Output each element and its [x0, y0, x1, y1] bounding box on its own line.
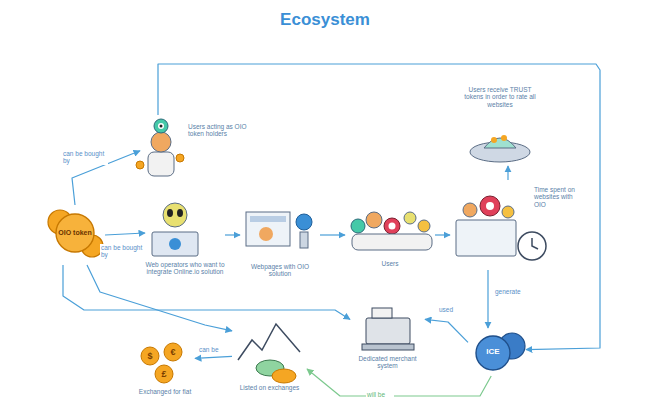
cash-register [362, 308, 414, 350]
exchange-chart-part [272, 369, 296, 383]
illustrated-node: ICE [468, 328, 526, 376]
ufo-trust-tokens [470, 135, 530, 162]
edge-label: can be bought by [62, 150, 108, 165]
illustrated-node: Users [345, 200, 435, 275]
node-caption: OIO token [45, 229, 105, 237]
node-caption: Time spent on websites with OIO [534, 186, 580, 208]
flow-arrow [195, 356, 232, 358]
web-operator-figure-part [152, 232, 198, 256]
fiat-coins-part [141, 347, 159, 365]
node-caption: Users receive TRUST tokens in order to r… [462, 86, 538, 108]
time-spent-figure-part [532, 238, 538, 249]
users-crowd-part [418, 220, 430, 232]
ufo-trust-tokens-part [501, 135, 507, 141]
token-holder-figure-part [136, 161, 144, 169]
users-crowd-part [366, 212, 382, 228]
webpage-figure-part [250, 216, 286, 222]
token-holder-figure-part [148, 152, 174, 176]
currency-symbol: $ [141, 347, 159, 365]
token-holder-figure-part [176, 154, 184, 162]
edge-label: used [438, 306, 460, 313]
time-spent-figure-part [518, 232, 546, 260]
flow-arrow [507, 166, 508, 180]
node-caption: Users acting as OIO token holders [188, 123, 258, 138]
illustrated-node: Web operators who want to integrate Onli… [145, 195, 225, 290]
ufo-trust-tokens-part [491, 137, 497, 143]
time-spent-figure-part [480, 196, 500, 216]
web-operator-figure [152, 203, 198, 256]
node-caption: Web operators who want to integrate Onli… [145, 261, 225, 276]
webpage-figure-part [300, 232, 308, 248]
node-caption: Users [345, 260, 435, 267]
illustrated-node: Webpages with OIO solution [240, 205, 320, 285]
exchange-chart [238, 324, 300, 383]
web-operator-figure-part [177, 209, 183, 217]
time-spent-figure-part [502, 206, 514, 218]
webpage-figure-part [246, 212, 290, 246]
illustrated-node: Users acting as OIO token holders [140, 115, 260, 180]
illustrated-node: Users receive TRUST tokens in order to r… [462, 86, 538, 166]
fiat-coins [141, 343, 182, 383]
flow-arrow [225, 234, 240, 235]
token-holder-figure-part [160, 125, 163, 128]
node-caption: ICE [472, 347, 514, 356]
token-holder-figure-part [151, 132, 171, 152]
webpage-figure-part [296, 214, 312, 230]
web-operator-figure-part [167, 209, 173, 217]
flow-arrow [320, 234, 345, 235]
diagram-title: Ecosystem [0, 10, 650, 30]
ice-coins [476, 333, 525, 370]
exchange-chart-part [238, 324, 300, 360]
users-crowd-part [389, 223, 396, 230]
edge-label: will be [366, 391, 394, 398]
cash-register-part [366, 318, 410, 344]
fiat-coins-part [164, 343, 182, 361]
web-operator-figure-part [169, 238, 181, 250]
webpage-figure [246, 212, 312, 248]
time-spent-figure-part [463, 203, 477, 217]
token-holder-figure-part [158, 123, 164, 129]
users-crowd-part [351, 219, 365, 233]
cash-register-part [372, 308, 392, 318]
flow-arrow [487, 270, 488, 328]
users-crowd-part [352, 234, 432, 250]
node-caption: Exchanged for fiat [135, 388, 195, 395]
flow-arrow [105, 233, 145, 235]
ufo-trust-tokens-part [484, 138, 516, 148]
flow-arrow [307, 369, 491, 396]
flow-arrow [435, 234, 450, 235]
webpage-figure-part [259, 227, 273, 241]
users-crowd [351, 212, 432, 250]
illustrated-node: Time spent on websites with OIO [450, 180, 580, 270]
web-operator-figure-part [163, 203, 187, 227]
node-caption: Webpages with OIO solution [240, 263, 320, 278]
currency-symbol: € [164, 343, 182, 361]
node-caption: Listed on exchanges [232, 384, 307, 391]
illustrated-node: Dedicated merchant system [350, 305, 425, 377]
illustrated-node: Listed on exchanges [232, 318, 307, 403]
token-holder-figure [136, 119, 184, 176]
node-caption: Dedicated merchant system [350, 355, 425, 370]
flow-arrow [425, 319, 468, 342]
cash-register-part [362, 344, 414, 350]
users-crowd-part [404, 212, 416, 224]
fiat-coins-part [155, 365, 173, 383]
illustrated-node: OIO token [45, 205, 105, 265]
time-spent-figure [456, 196, 546, 260]
edge-label: can be [198, 346, 226, 353]
users-crowd-part [384, 218, 400, 234]
edge-label: generate [494, 288, 526, 295]
currency-symbol: £ [155, 365, 173, 383]
token-holder-figure-part [154, 119, 168, 133]
flow-arrow [158, 64, 600, 350]
time-spent-figure-part [456, 220, 516, 256]
edge-label: can be bought by [100, 244, 146, 259]
time-spent-figure-part [486, 202, 494, 210]
